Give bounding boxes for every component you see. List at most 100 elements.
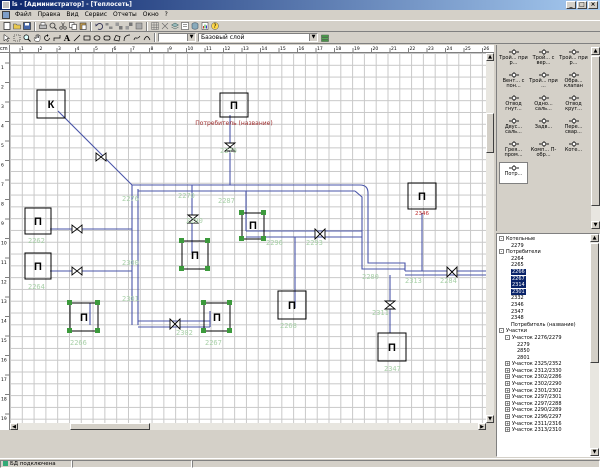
tree-node[interactable]: -Участки xyxy=(497,328,592,335)
group-icon[interactable] xyxy=(114,22,123,31)
palette-item[interactable]: Пере... свар... xyxy=(559,116,588,138)
scroll-thumb[interactable] xyxy=(591,56,600,206)
pipe-segment[interactable] xyxy=(359,184,406,271)
select-area-icon[interactable] xyxy=(12,33,21,42)
bezier-tool-icon[interactable] xyxy=(142,33,151,42)
arc-tool-icon[interactable] xyxy=(122,33,131,42)
rotate-icon[interactable] xyxy=(42,33,51,42)
order-icon[interactable] xyxy=(134,22,143,31)
palette-item[interactable]: Отвод гнут... xyxy=(499,93,528,115)
help-icon[interactable]: ? xyxy=(210,22,219,31)
scroll-thumb[interactable] xyxy=(70,423,150,430)
tree-node[interactable]: 2265 xyxy=(497,262,592,269)
menu-window[interactable]: Окно xyxy=(142,11,159,18)
scroll-thumb[interactable] xyxy=(486,113,494,153)
tree-node[interactable]: 2267 xyxy=(497,275,592,283)
expand-icon[interactable]: + xyxy=(505,387,510,393)
menu-file[interactable]: Файл xyxy=(15,11,32,18)
report-icon[interactable] xyxy=(200,22,209,31)
undo-icon[interactable] xyxy=(94,22,103,31)
menu-view[interactable]: Вид xyxy=(66,11,79,18)
expand-icon[interactable]: + xyxy=(505,427,510,433)
scroll-up-arrow-icon[interactable]: ▲ xyxy=(590,234,599,242)
expand-icon[interactable]: + xyxy=(505,374,510,380)
layer-select[interactable]: Базовый слой▼ xyxy=(198,33,318,42)
palette-item[interactable]: Грея... пром... xyxy=(499,139,528,161)
consumer-node[interactable] xyxy=(24,252,52,280)
palette-item[interactable]: Отвод крут... xyxy=(559,93,588,115)
valve-icon[interactable] xyxy=(446,265,458,279)
palette-item[interactable]: Коте... xyxy=(559,139,588,161)
palette-item[interactable]: Трой... при ... xyxy=(529,70,558,92)
boiler-node[interactable] xyxy=(36,89,66,119)
valve-icon[interactable] xyxy=(71,224,83,234)
app-icon[interactable] xyxy=(2,1,10,9)
scroll-down-arrow-icon[interactable]: ▼ xyxy=(486,415,494,423)
document-icon[interactable] xyxy=(2,11,10,19)
pipe-segment[interactable] xyxy=(57,110,133,186)
collapse-icon[interactable]: - xyxy=(499,236,504,241)
canvas-horizontal-scrollbar[interactable]: ◀ ▶ xyxy=(10,423,486,430)
palette-item[interactable]: Задв... xyxy=(529,116,558,138)
freehand-tool-icon[interactable] xyxy=(132,33,141,42)
valve-icon[interactable] xyxy=(223,142,237,152)
valve-icon[interactable] xyxy=(383,300,397,310)
tree-node[interactable]: +Участок 2311/2316 xyxy=(497,420,592,428)
consumer-node-selected[interactable] xyxy=(203,302,231,332)
zoom-icon[interactable] xyxy=(22,33,31,42)
valve-icon[interactable] xyxy=(71,266,83,276)
database-icon[interactable] xyxy=(190,22,199,31)
tree-scrollbar[interactable]: ▲ ▼ xyxy=(590,234,599,456)
scroll-down-arrow-icon[interactable]: ▼ xyxy=(590,448,599,456)
menu-service[interactable]: Сервис xyxy=(84,11,108,18)
tree-node[interactable]: +Участок 2302/2286 xyxy=(497,374,592,381)
tree-node[interactable]: Потребитель (название) xyxy=(497,322,592,329)
palette-item[interactable]: Вент... с пон... xyxy=(499,70,528,92)
menu-reports[interactable]: Отчеты xyxy=(113,11,137,18)
layer-stack-icon[interactable] xyxy=(320,33,329,42)
scroll-up-arrow-icon[interactable]: ▲ xyxy=(486,53,494,61)
tree-node[interactable]: 2346 xyxy=(497,302,592,309)
consumer-node[interactable] xyxy=(219,92,249,118)
valve-icon[interactable] xyxy=(314,227,326,241)
pointer-icon[interactable] xyxy=(2,33,11,42)
expand-icon[interactable]: + xyxy=(505,407,510,413)
tree-node[interactable]: 2314 xyxy=(497,282,592,289)
tree-node[interactable]: -Участок 2276/2279 xyxy=(497,334,592,342)
collapse-icon[interactable]: - xyxy=(499,328,504,334)
expand-icon[interactable]: + xyxy=(505,394,510,400)
new-file-icon[interactable] xyxy=(2,22,11,31)
tree-node[interactable]: 2332 xyxy=(497,295,592,302)
tree-node[interactable]: 2279 xyxy=(497,243,592,250)
save-icon[interactable] xyxy=(22,22,31,31)
expand-icon[interactable]: + xyxy=(505,400,510,406)
valve-icon[interactable] xyxy=(186,214,200,224)
pan-hand-icon[interactable] xyxy=(32,33,41,42)
polygon-tool-icon[interactable] xyxy=(112,33,121,42)
consumer-node-selected[interactable] xyxy=(69,302,99,332)
tree-node[interactable]: +Участок 2302/2290 xyxy=(497,381,592,388)
consumer-node[interactable] xyxy=(377,332,407,362)
ellipse-tool-icon[interactable] xyxy=(92,33,101,42)
tree-node[interactable]: 2347 xyxy=(497,309,592,316)
layers-icon[interactable] xyxy=(170,22,179,31)
tree-node[interactable]: +Участок 2297/2301 xyxy=(497,394,592,401)
cut-icon[interactable] xyxy=(58,22,67,31)
tree-node[interactable]: 2850 xyxy=(497,348,592,355)
tree-node[interactable]: -Котельные xyxy=(497,236,592,243)
tree-node[interactable]: 2801 xyxy=(497,355,592,362)
tree-node[interactable]: -Потребители xyxy=(497,249,592,256)
paste-icon[interactable] xyxy=(78,22,87,31)
tree-node[interactable]: 2279 xyxy=(497,342,592,349)
valve-icon[interactable] xyxy=(95,152,107,162)
tree-node[interactable]: +Участок 2313/2310 xyxy=(497,427,592,434)
consumer-node[interactable] xyxy=(277,290,307,320)
rounded-rect-tool-icon[interactable] xyxy=(102,33,111,42)
diagram-canvas[interactable]: К П П П П П П П П П П Потребитель (назва… xyxy=(10,53,486,423)
text-tool-icon[interactable]: A xyxy=(62,33,71,42)
grid-icon[interactable] xyxy=(150,22,159,31)
tree-node[interactable]: +Участок 2301/2302 xyxy=(497,387,592,395)
consumer-node-selected[interactable] xyxy=(241,212,265,240)
palette-item[interactable]: Обра... клапан xyxy=(559,70,588,92)
valve-icon[interactable] xyxy=(169,317,181,331)
